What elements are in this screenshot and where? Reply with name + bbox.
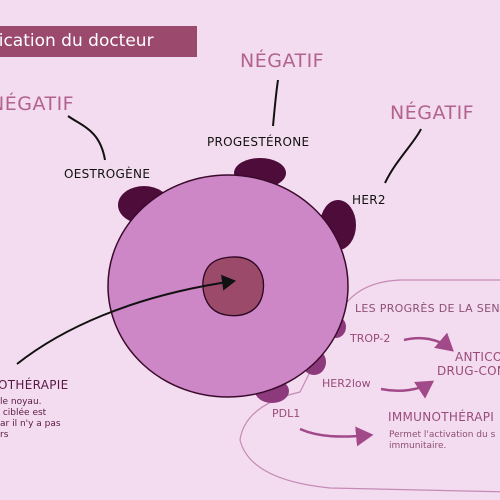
arrow-trop2 bbox=[403, 332, 454, 352]
connector-progesterone bbox=[272, 79, 279, 127]
label-anticorps-1: ANTICO bbox=[455, 350, 500, 364]
label-her2low: HER2low bbox=[322, 377, 371, 390]
label-chemotherapie: OTHÉRAPIE bbox=[0, 378, 69, 392]
label-oestrogene: OESTROGÈNE bbox=[64, 167, 151, 181]
status-oestrogene: NÉGATIF bbox=[0, 93, 75, 115]
chemo-arrow bbox=[16, 274, 236, 365]
label-pdl1: PDL1 bbox=[272, 407, 301, 420]
progress-outline bbox=[239, 279, 500, 493]
label-immunotherapie: IMMUNOTHÉRAPI bbox=[388, 410, 495, 424]
progress-title: LES PROGRÈS DE LA SENC bbox=[355, 302, 500, 315]
label-anticorps-2: DRUG-CON bbox=[437, 364, 500, 378]
status-her2: NÉGATIF bbox=[390, 102, 475, 124]
label-her2: HER2 bbox=[352, 193, 386, 207]
status-progesterone: NÉGATIF bbox=[240, 50, 325, 72]
immuno-description: Permet l'activation du s immunitaire. bbox=[389, 430, 496, 451]
page-title: lication du docteur bbox=[0, 26, 197, 57]
arrow-pdl1 bbox=[299, 426, 374, 447]
chemo-description: le noyau. ciblée est ar il n'y a pas rs bbox=[0, 397, 61, 440]
connector-oestrogene bbox=[67, 115, 106, 161]
label-trop2: TROP-2 bbox=[350, 332, 391, 345]
label-progesterone: PROGESTÉRONE bbox=[207, 135, 310, 149]
connector-her2 bbox=[384, 128, 422, 184]
cell-nucleus bbox=[202, 256, 265, 317]
arrow-her2low bbox=[380, 380, 435, 399]
